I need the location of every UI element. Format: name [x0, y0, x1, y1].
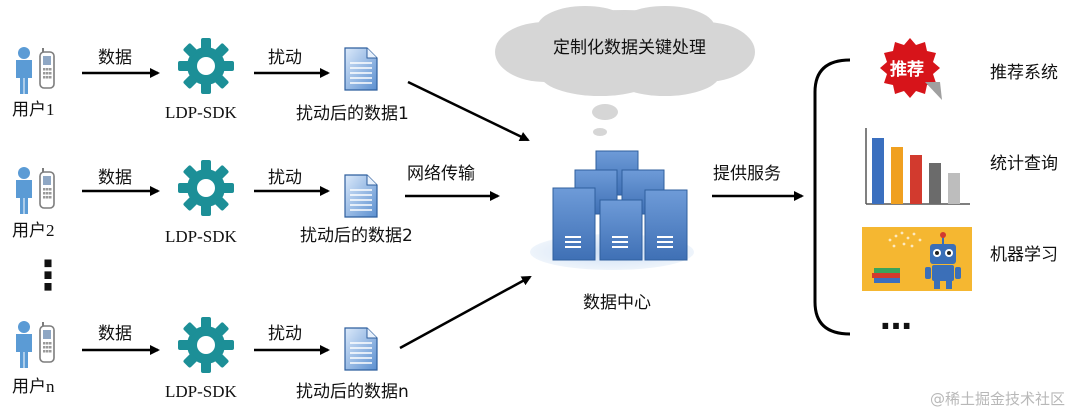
watermark: @稀土掘金技术社区	[930, 390, 1066, 408]
document-icon-2	[344, 174, 378, 218]
service-item-statistics: 统计查询	[990, 154, 1058, 174]
document-icon-1	[344, 47, 378, 91]
services-brace	[813, 58, 851, 336]
document-icon-n	[344, 327, 378, 371]
gear-icon-n	[178, 317, 234, 373]
network-label: 网络传输	[407, 164, 475, 184]
datacenter-label: 数据中心	[583, 293, 651, 313]
perturb-label-n: 扰动	[268, 324, 302, 344]
user-icon-2	[15, 166, 55, 215]
gear-icon-1	[178, 38, 234, 94]
vertical-ellipsis: ⋮	[28, 253, 68, 299]
recommend-badge-icon	[880, 38, 942, 100]
bar-chart-icon	[862, 126, 972, 206]
output-label-1: 扰动后的数据1	[296, 104, 409, 124]
user-label-n: 用户n	[12, 377, 55, 396]
data-center-icon	[530, 150, 694, 270]
service-item-ml: 机器学习	[990, 245, 1058, 265]
recommend-badge-text: 推荐	[890, 60, 924, 80]
user-icon-1	[15, 46, 55, 95]
output-label-2: 扰动后的数据2	[300, 226, 413, 246]
user-label-1: 用户1	[12, 100, 55, 119]
user-label-2: 用户2	[12, 221, 55, 240]
sdk-label-n: LDP-SDK	[165, 382, 237, 401]
arrow-doc1-center	[407, 80, 530, 142]
service-label: 提供服务	[713, 164, 781, 184]
output-label-n: 扰动后的数据n	[296, 382, 409, 402]
user-icon-n	[15, 320, 55, 369]
services-more: …	[880, 299, 912, 337]
data-label-1: 数据	[98, 48, 132, 68]
service-item-recommend: 推荐系统	[990, 63, 1058, 83]
cloud-shape	[495, 6, 755, 136]
data-label-n: 数据	[98, 324, 132, 344]
arrow-docn-center	[399, 275, 532, 350]
sdk-label-1: LDP-SDK	[165, 103, 237, 122]
perturb-label-1: 扰动	[268, 48, 302, 68]
perturb-label-2: 扰动	[268, 168, 302, 188]
gear-icon-2	[178, 160, 234, 216]
robot-icon	[862, 227, 972, 291]
sdk-label-2: LDP-SDK	[165, 227, 237, 246]
data-label-2: 数据	[98, 168, 132, 188]
cloud-label: 定制化数据关键处理	[553, 38, 706, 58]
